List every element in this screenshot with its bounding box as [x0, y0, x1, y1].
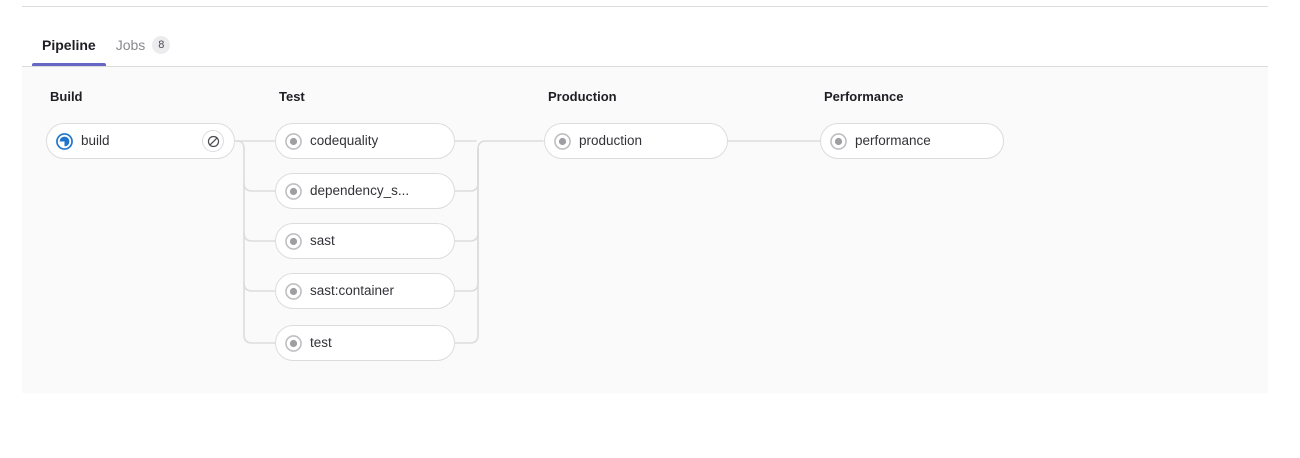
job-performance-label: performance: [855, 133, 931, 148]
status-created-icon: [830, 132, 847, 150]
job-sast-container[interactable]: sast:container: [275, 273, 455, 309]
cancel-glyph: [207, 135, 219, 147]
tab-jobs-underline: [106, 63, 181, 66]
job-sast[interactable]: sast: [275, 223, 455, 259]
status-created-icon: [285, 334, 302, 352]
stage-performance-title: Performance: [824, 89, 904, 104]
job-test[interactable]: test: [275, 325, 455, 361]
job-codequality[interactable]: codequality: [275, 123, 455, 159]
tab-active-underline: [32, 63, 106, 66]
page-top-divider: [22, 6, 1268, 7]
status-created-icon: [554, 132, 571, 150]
job-test-label: test: [310, 335, 332, 350]
job-production[interactable]: production: [544, 123, 728, 159]
stage-test-title: Test: [279, 89, 305, 104]
tab-jobs[interactable]: Jobs 8: [106, 24, 181, 66]
job-dependency-scanning[interactable]: dependency_s...: [275, 173, 455, 209]
status-created-icon: [285, 132, 302, 150]
job-sast-label: sast: [310, 233, 335, 248]
status-created-icon: [285, 232, 302, 250]
job-build[interactable]: build: [46, 123, 235, 159]
status-created-icon: [285, 182, 302, 200]
pipeline-graph-panel: Build build Test: [22, 67, 1268, 393]
tab-jobs-badge: 8: [152, 36, 171, 54]
job-codequality-label: codequality: [310, 133, 379, 148]
job-sast-container-label: sast:container: [310, 283, 395, 298]
job-production-label: production: [579, 133, 643, 148]
pipeline-tabbar: Pipeline Jobs 8: [22, 24, 1268, 67]
tab-jobs-label: Jobs: [115, 36, 146, 53]
tab-pipeline-label: Pipeline: [42, 36, 96, 53]
status-created-icon: [285, 282, 302, 300]
job-performance[interactable]: performance: [820, 123, 1004, 159]
job-dependency-scanning-label: dependency_s...: [310, 183, 410, 198]
cancel-icon[interactable]: [202, 130, 224, 152]
stage-build-title: Build: [50, 89, 83, 104]
status-running-icon: [56, 132, 73, 150]
tab-pipeline[interactable]: Pipeline: [32, 24, 106, 66]
pipeline-connectors: [214, 140, 821, 344]
stage-production-title: Production: [548, 89, 617, 104]
job-build-label: build: [81, 133, 110, 148]
